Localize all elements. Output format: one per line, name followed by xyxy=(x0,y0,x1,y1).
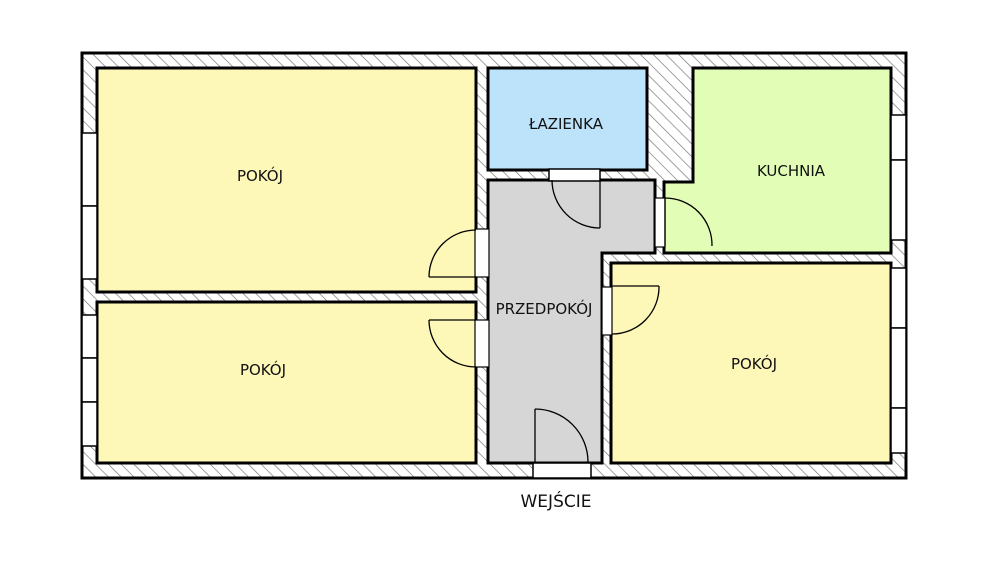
opening-bathroom xyxy=(548,168,601,182)
window-right-1 xyxy=(890,114,907,161)
window-right-2 xyxy=(890,159,907,241)
window-right-5 xyxy=(890,407,907,454)
door-entrance xyxy=(534,408,589,463)
label-przedpokoj: PRZEDPOKÓJ xyxy=(496,299,593,318)
room-przedpokoj xyxy=(486,178,657,465)
door-pokoj-top-left xyxy=(428,229,477,278)
opening-pokoj-top xyxy=(474,228,490,278)
room-pokoj-bottom-left xyxy=(95,300,478,465)
label-pokoj-top-left: POKÓJ xyxy=(237,166,283,185)
room-pokoj-top-left xyxy=(95,66,478,294)
window-left-5 xyxy=(81,401,98,447)
label-lazienka: ŁAZIENKA xyxy=(528,115,604,133)
window-left-2 xyxy=(81,205,98,280)
opening-kuchnia xyxy=(654,197,666,248)
door-lazienka xyxy=(551,179,601,229)
window-right-4 xyxy=(890,327,907,409)
opening-pokoj-bottom xyxy=(474,319,490,368)
opening-pokoj-right xyxy=(601,286,613,336)
window-left-1 xyxy=(81,132,98,207)
window-right-3 xyxy=(890,267,907,329)
door-kuchnia xyxy=(664,197,713,247)
label-pokoj-bottom-left: POKÓJ xyxy=(240,360,286,379)
window-left-3 xyxy=(81,314,98,359)
room-kuchnia xyxy=(662,66,893,255)
door-pokoj-right xyxy=(611,285,660,335)
label-kuchnia: KUCHNIA xyxy=(757,162,826,180)
window-left-4 xyxy=(81,357,98,403)
room-lazienka xyxy=(486,66,649,172)
door-pokoj-bottom-left xyxy=(428,319,477,368)
opening-entrance xyxy=(532,462,592,479)
label-pokoj-right: POKÓJ xyxy=(731,354,777,373)
label-entrance: WEJŚCIE xyxy=(521,490,592,512)
